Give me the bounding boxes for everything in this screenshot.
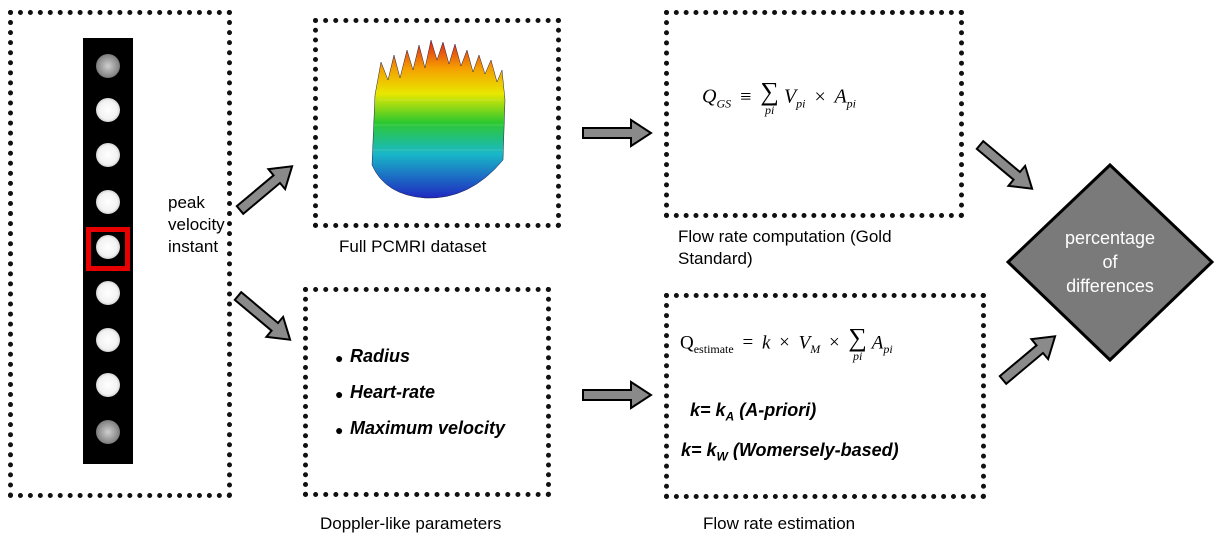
bullet-icon: ● bbox=[335, 422, 344, 438]
param-max-velocity: Maximum velocity bbox=[350, 418, 506, 438]
bullet-icon: ● bbox=[335, 386, 344, 402]
arrow-estimate-to-diamond bbox=[998, 335, 1057, 386]
gold-standard-label-line1: Flow rate computation (Gold bbox=[678, 227, 892, 246]
velocity-label: velocity bbox=[168, 215, 225, 234]
diamond-label: percentage of differences bbox=[1050, 226, 1170, 298]
instant-label: instant bbox=[168, 237, 219, 256]
gold-standard-box bbox=[664, 10, 964, 218]
peak-label: peak bbox=[168, 193, 205, 212]
k-womersley: k= kW (Womersely-based) bbox=[681, 440, 899, 464]
estimation-label: Flow rate estimation bbox=[703, 514, 856, 533]
diamond-line3: differences bbox=[1066, 276, 1154, 296]
arrow-to-full-dataset bbox=[235, 165, 294, 216]
gold-standard-label-line2: Standard) bbox=[678, 249, 753, 268]
arrow-gold-to-diamond bbox=[975, 139, 1034, 190]
mri-frame bbox=[96, 420, 120, 444]
bullet-icon: ● bbox=[335, 350, 344, 366]
mri-frame bbox=[96, 98, 120, 122]
doppler-params-box bbox=[303, 287, 551, 497]
mri-frame-peak bbox=[96, 235, 120, 259]
estimation-box bbox=[664, 293, 986, 499]
mri-frame bbox=[96, 328, 120, 352]
mri-frames-box bbox=[8, 10, 232, 498]
diamond-line1: percentage bbox=[1064, 228, 1156, 248]
mri-frame bbox=[96, 373, 120, 397]
mri-frame bbox=[96, 190, 120, 214]
mri-frame bbox=[96, 281, 120, 305]
doppler-params-label: Doppler-like parameters bbox=[320, 514, 502, 533]
param-heart-rate: Heart-rate bbox=[350, 382, 436, 402]
arrow-to-gold-standard bbox=[582, 118, 653, 148]
peak-highlight-box bbox=[86, 227, 130, 271]
diamond-line2: of bbox=[1102, 252, 1118, 272]
arrow-to-doppler-params bbox=[233, 290, 292, 341]
mri-frame bbox=[96, 54, 120, 78]
full-dataset-label: Full PCMRI dataset bbox=[339, 237, 487, 256]
gold-formula: QGS ≡ ∑ pi Vpi × Api bbox=[702, 77, 856, 117]
mri-frame bbox=[96, 143, 120, 167]
k-apriori: k= kA (A-priori) bbox=[690, 400, 817, 424]
arrow-to-estimation bbox=[582, 380, 653, 410]
estimate-formula: Qestimate = k × VM × ∑ pi Api bbox=[680, 323, 893, 363]
full-dataset-box bbox=[313, 18, 561, 228]
mri-frame-strip bbox=[83, 38, 133, 464]
param-radius: Radius bbox=[350, 346, 411, 366]
